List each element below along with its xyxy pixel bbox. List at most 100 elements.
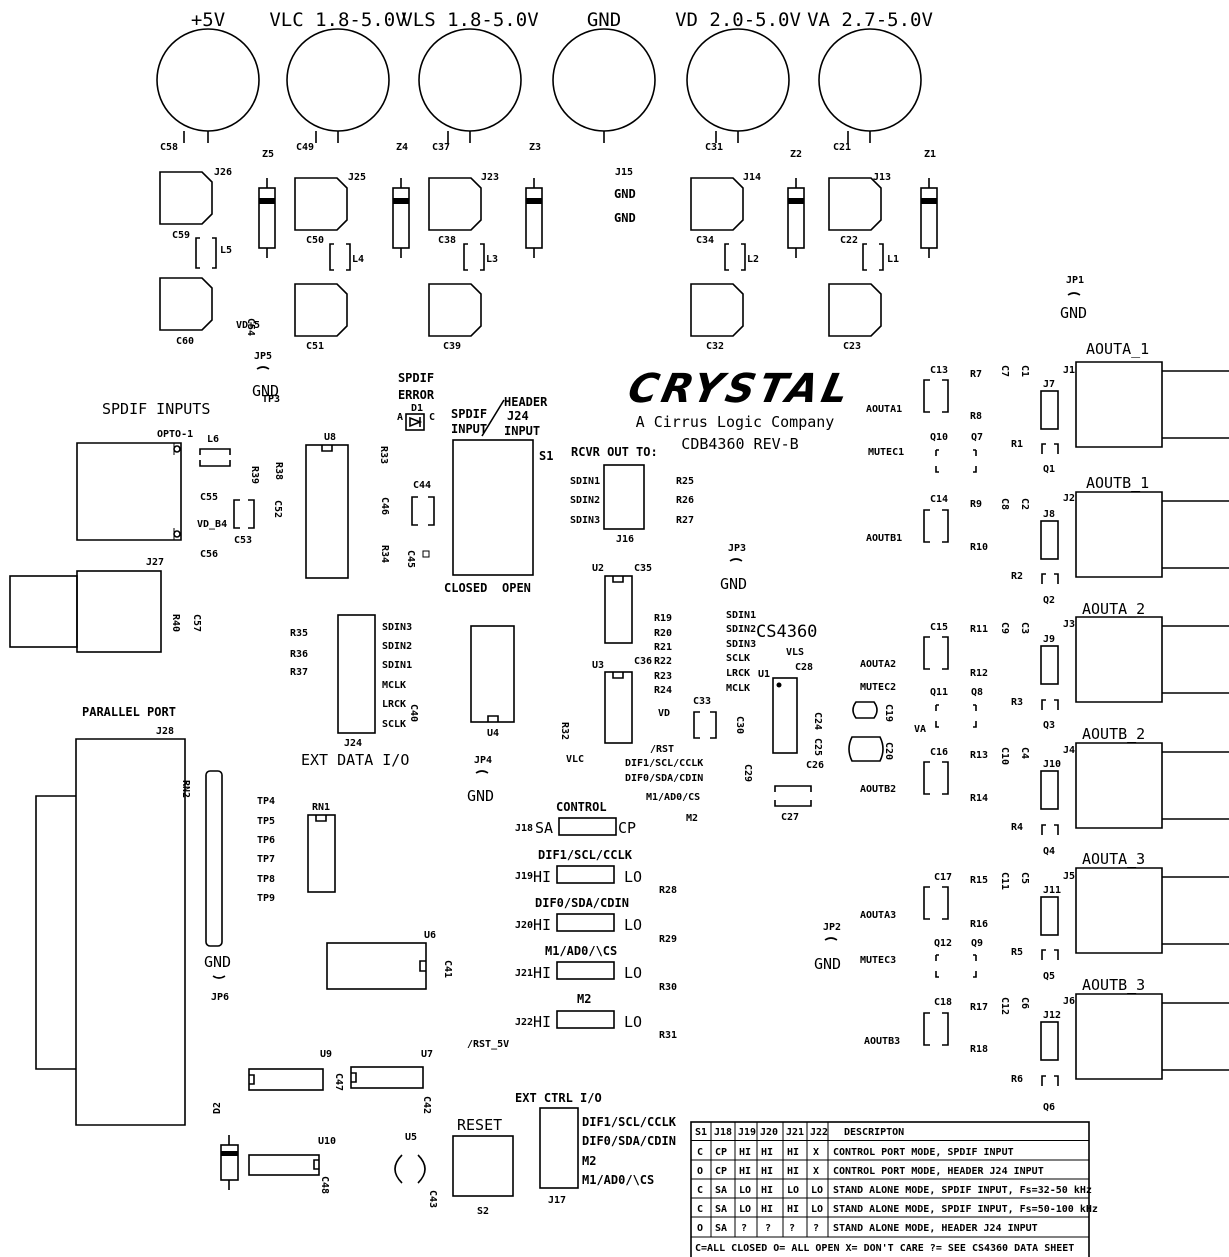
- label-jp3: JP3: [728, 543, 746, 554]
- cell-j22: X: [813, 1147, 819, 1158]
- label-r5: R5: [1011, 947, 1023, 958]
- label-j10: J10: [1043, 759, 1061, 770]
- cell-j20: HI: [761, 1147, 773, 1158]
- label-r36: R36: [290, 649, 308, 660]
- binding-post-vls[interactable]: [418, 28, 522, 132]
- table-header-j20: J20: [760, 1127, 778, 1138]
- jumper-j22[interactable]: [556, 1010, 615, 1029]
- j17-m1: M1/AD0/\CS: [582, 1173, 654, 1187]
- parallel-port-connector[interactable]: [35, 738, 186, 1126]
- label-c51: C51: [306, 341, 324, 352]
- label-mutec2: MUTEC2: [860, 682, 896, 693]
- label-c40: C40: [408, 704, 419, 722]
- label-q11: Q11: [930, 687, 948, 698]
- reset-ext-ctrl: RESET S2 EXT CTRL I/O J17 DIF1/SCL/CCLK …: [452, 1091, 677, 1217]
- label-mutec3: MUTEC3: [860, 955, 896, 966]
- binding-post-5v[interactable]: [156, 28, 260, 132]
- label-r14: R14: [970, 793, 988, 804]
- cell-s1: C: [697, 1147, 703, 1158]
- label-j18: J18: [515, 823, 533, 834]
- jumper-j12[interactable]: [1040, 1021, 1059, 1061]
- binding-post-gnd[interactable]: [552, 28, 656, 132]
- cell-j20: HI: [761, 1166, 773, 1177]
- rca-aouta1[interactable]: [1075, 361, 1229, 448]
- j22-lo: LO: [624, 1013, 642, 1031]
- jumper-j18[interactable]: [558, 817, 617, 836]
- jumper-j11[interactable]: [1040, 896, 1059, 936]
- table-header-j19: J19: [738, 1127, 756, 1138]
- jp1-gnd[interactable]: GND: [1060, 304, 1087, 322]
- label-q1: Q1: [1043, 464, 1055, 475]
- label-aouta1: AOUTA1: [866, 404, 902, 415]
- ext-data-section: R35 R36 R37 SDIN3 SDIN2 SDIN1 MCLK LRCK …: [290, 614, 515, 769]
- label-j1: J1: [1063, 365, 1075, 376]
- cell-j21: HI: [787, 1166, 799, 1177]
- rca-aouta3[interactable]: [1075, 867, 1229, 954]
- jp2-gnd[interactable]: GND: [814, 955, 841, 973]
- j24-sclk: SCLK: [382, 719, 406, 730]
- jumper-j21[interactable]: [556, 961, 615, 980]
- jp3-gnd[interactable]: GND: [720, 575, 747, 593]
- label-j2: J2: [1063, 493, 1075, 504]
- jumper-j19[interactable]: [556, 865, 615, 884]
- spdif-title: SPDIF INPUTS: [102, 400, 210, 418]
- label-d1-c: C: [429, 412, 435, 423]
- terminal-label-5v: +5V: [191, 9, 225, 31]
- label-rst5v: /RST_5V: [467, 1039, 509, 1050]
- label-z4: Z4: [396, 142, 408, 153]
- label-q2: Q2: [1043, 595, 1055, 606]
- rca-aoutb1[interactable]: [1075, 491, 1229, 578]
- label-r38: R38: [273, 462, 284, 480]
- label-c22: C22: [840, 235, 858, 246]
- j20-hi: HI: [533, 916, 551, 934]
- label-d2: D2: [212, 1102, 223, 1114]
- jumper-j7[interactable]: [1040, 390, 1059, 430]
- rcvr-title: RCVR OUT TO:: [571, 445, 658, 459]
- binding-post-va[interactable]: [818, 28, 922, 132]
- rca-aoutb3[interactable]: [1075, 993, 1229, 1080]
- switch-spdif-line2: INPUT: [451, 422, 487, 436]
- label-l1: L1: [887, 254, 899, 265]
- logo-board: CDB4360 REV-B: [681, 435, 798, 453]
- cell-j20: HI: [761, 1185, 773, 1196]
- rca-aouta2[interactable]: [1075, 616, 1229, 703]
- rcvr-header-j16[interactable]: [603, 464, 645, 530]
- jp5-gnd[interactable]: GND: [252, 382, 279, 400]
- binding-post-vlc[interactable]: [286, 28, 390, 132]
- reset-button[interactable]: [452, 1135, 514, 1197]
- jp4-gnd[interactable]: GND: [467, 787, 494, 805]
- label-r3: R3: [1011, 697, 1023, 708]
- label-jp6: JP6: [211, 992, 229, 1003]
- header-j17[interactable]: [539, 1107, 579, 1189]
- jp6-gnd[interactable]: GND: [204, 953, 231, 971]
- label-r2: R2: [1011, 571, 1023, 582]
- header-j24[interactable]: [337, 614, 376, 734]
- label-c49: C49: [296, 142, 314, 153]
- input-select-switch: SPDIF INPUT HEADER J24 INPUT S1 CLOSED O…: [444, 395, 553, 595]
- label-c35: C35: [634, 563, 652, 574]
- jumper-j20[interactable]: [556, 913, 615, 932]
- rca-aoutb2[interactable]: [1075, 742, 1229, 829]
- label-j15-gnd2: GND: [614, 211, 636, 225]
- table-header-j22: J22: [810, 1127, 828, 1138]
- label-q7: Q7: [971, 432, 983, 443]
- jumper-j9[interactable]: [1040, 645, 1059, 685]
- label-c15: C15: [930, 622, 948, 633]
- table-row: O CP HI HI HI X CONTROL PORT MODE, HEADE…: [697, 1166, 1044, 1177]
- label-c4: C4: [1019, 747, 1030, 759]
- label-r28: R28: [659, 885, 677, 896]
- label-j4: J4: [1063, 745, 1075, 756]
- binding-post-vd[interactable]: [686, 28, 790, 132]
- label-tp5: TP5: [257, 816, 275, 827]
- jumper-j8[interactable]: [1040, 520, 1059, 560]
- label-aoutb1: AOUTB1: [866, 533, 902, 544]
- coax-jack-j27[interactable]: [9, 575, 78, 648]
- jumper-j10[interactable]: [1040, 770, 1059, 810]
- label-j9: J9: [1043, 634, 1055, 645]
- label-j22: J22: [515, 1017, 533, 1028]
- switch-s1[interactable]: [452, 439, 534, 576]
- label-r19: R19: [654, 613, 672, 624]
- label-j6: J6: [1063, 996, 1075, 1007]
- ground-jumpers: JP1 GND JP5 GND JP3 GND JP4 GND JP2 GND …: [204, 275, 1087, 1003]
- label-tp9: TP9: [257, 893, 275, 904]
